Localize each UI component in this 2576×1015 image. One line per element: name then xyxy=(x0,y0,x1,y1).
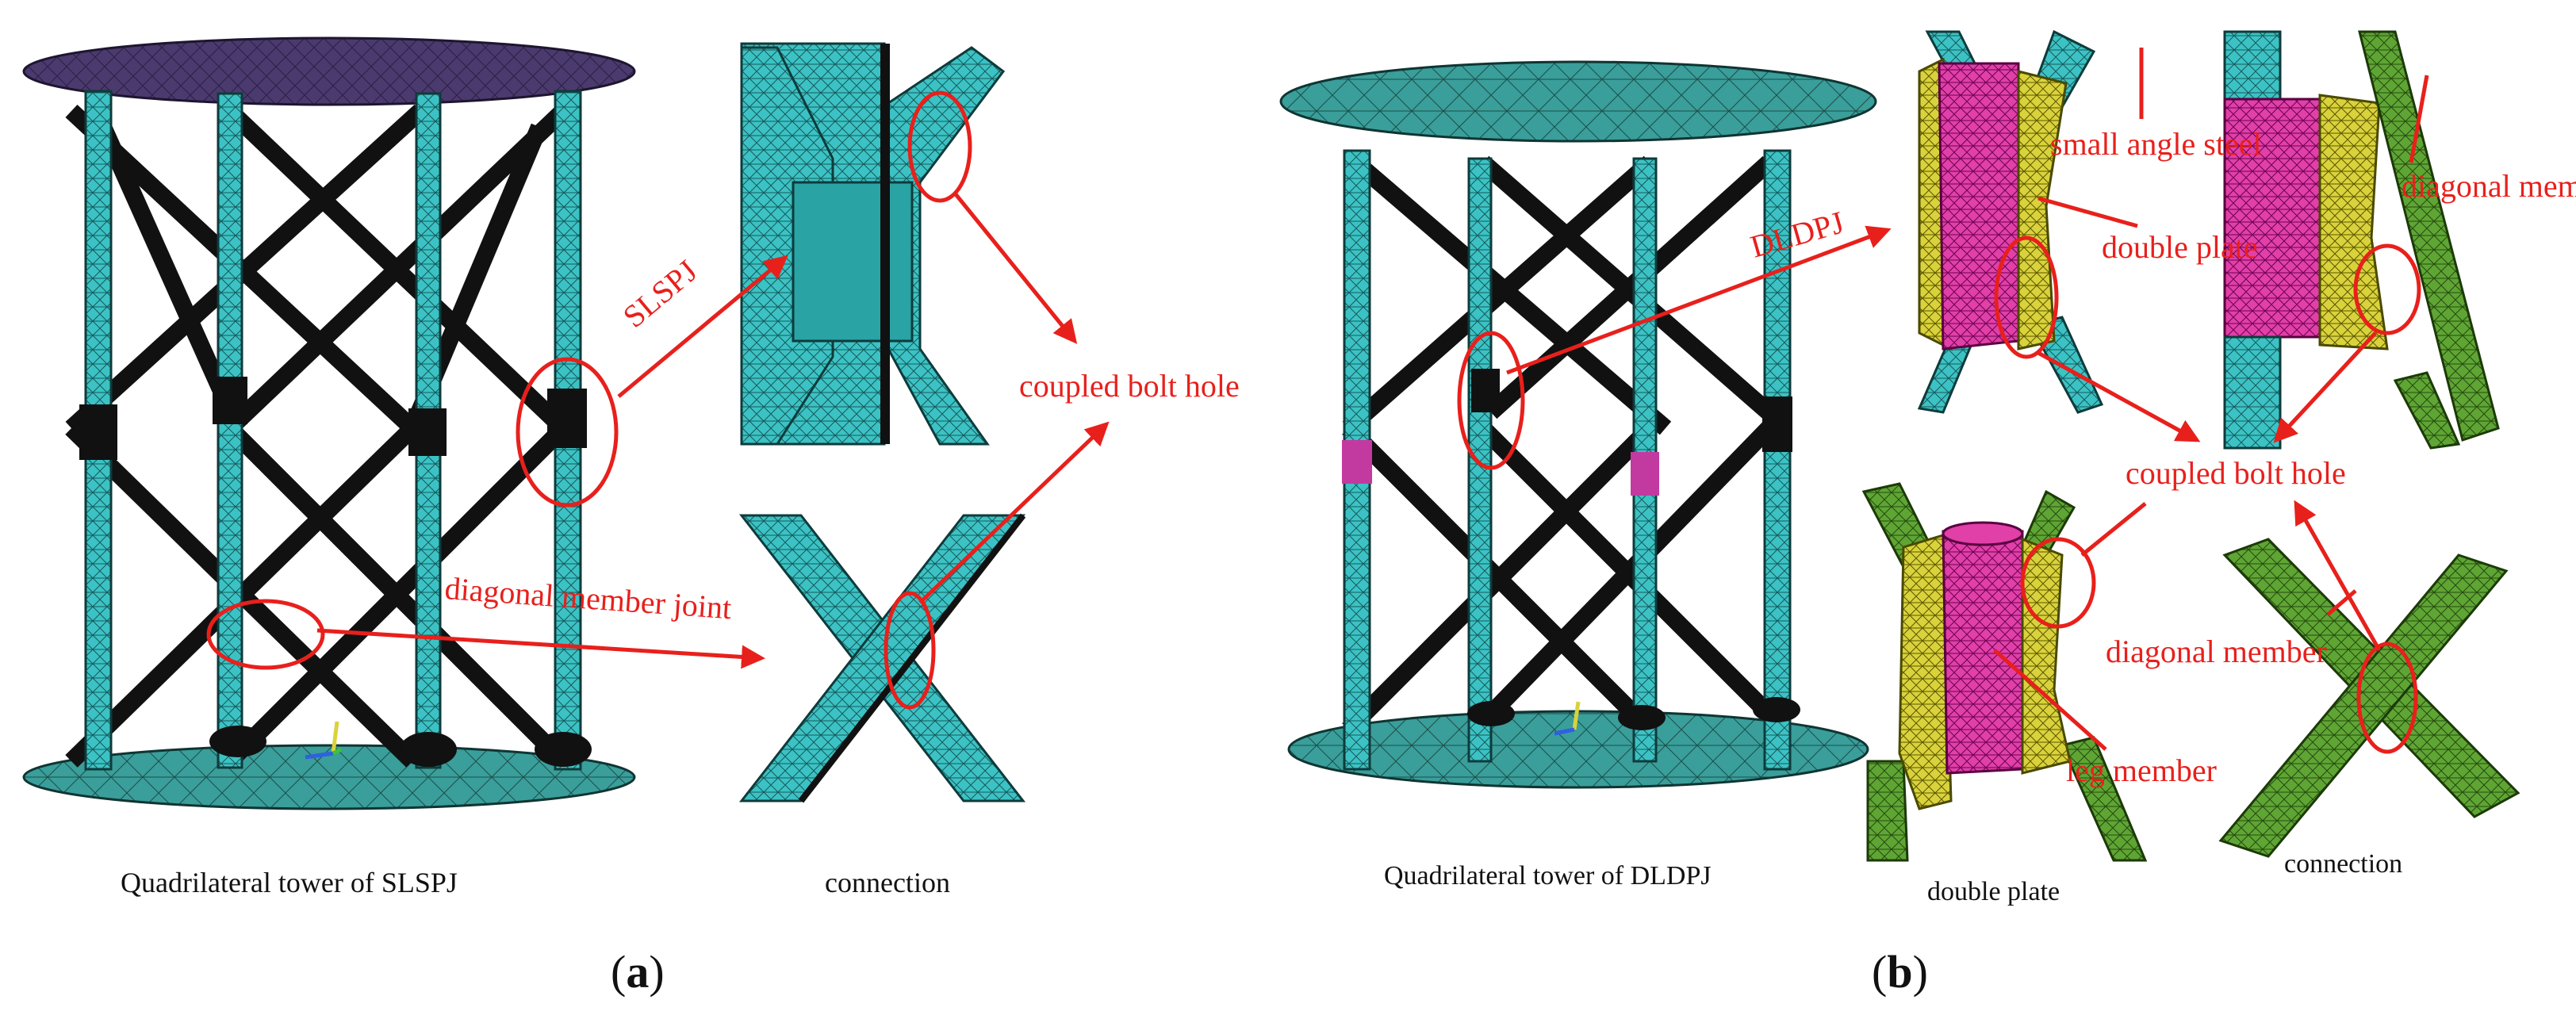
bolt-hole-arrow-top xyxy=(954,193,1078,344)
caption-slspj-tower: Quadrilateral tower of SLSPJ xyxy=(121,867,458,898)
diagonal-member-bottom-pointer xyxy=(2326,589,2357,616)
coordinate-axis-icon-b xyxy=(1554,701,1581,736)
double-plate-bolt-ring-top xyxy=(1994,236,2059,359)
dldpj-joint-ring xyxy=(1457,331,1525,470)
slspj-tower xyxy=(22,36,636,810)
caption-dldpj-tower: Quadrilateral tower of DLDPJ xyxy=(1384,861,1712,891)
slspj-bolt-hole-ring xyxy=(907,90,972,203)
double-plate-bolt-ring-bottom xyxy=(2020,537,2096,629)
diagonal-member-top-label: diagonal member xyxy=(2402,168,2576,204)
double-plate-bottom-detail xyxy=(1861,482,2148,862)
slspj-joints xyxy=(79,377,592,767)
slspj-arrow xyxy=(617,255,788,398)
dldpj-tower xyxy=(1279,60,1877,789)
connection-bottom-right-detail xyxy=(2218,538,2520,858)
dldpj-joints xyxy=(1342,369,1800,730)
slspj-diagonal-bracing xyxy=(65,104,569,768)
slspj-label: SLSPJ xyxy=(616,253,704,335)
dldpj-leg-4 xyxy=(1763,149,1792,771)
double-plate-pointer xyxy=(2037,196,2138,228)
coordinate-axis-icon xyxy=(305,721,343,760)
diagonal-member-bottom-label: diagonal member xyxy=(2106,634,2327,669)
double-plate-label: double plate xyxy=(2102,229,2258,265)
bolt-arrow-b-bottomright xyxy=(2294,500,2382,652)
dldpj-leg-2 xyxy=(1467,157,1493,763)
slspj-joint-ring xyxy=(516,357,619,508)
caption-slspj-connection: connection xyxy=(825,867,950,898)
double-plate-top-detail xyxy=(1917,29,2104,414)
diagonal-bolt-hole-ring xyxy=(884,591,936,710)
diagonal-joint-label: diagonal member joint xyxy=(443,570,732,626)
dldpj-top-plate xyxy=(1279,60,1877,143)
diagonal-connection-detail xyxy=(738,513,1026,803)
bolt-hole-arrow-bottom xyxy=(918,421,1110,604)
dldpj-diagonal-bracing xyxy=(1342,155,1775,736)
leg-member-label: leg member xyxy=(2066,753,2217,788)
diagonal-member-top-pointer xyxy=(2409,75,2429,163)
slspj-leg-2 xyxy=(217,92,243,769)
diagonal-joint-arrow xyxy=(316,628,765,669)
bolt-arrow-b-right xyxy=(2273,331,2377,443)
panel-label-a: (a) xyxy=(611,946,665,998)
connection-bolt-ring-top xyxy=(2353,243,2421,335)
bolt-arrow-b-left xyxy=(2037,350,2201,442)
diagonal-joint-ring xyxy=(206,599,325,670)
dldpj-label: DLDPJ xyxy=(1746,204,1848,264)
slspj-connection-detail xyxy=(740,42,1006,446)
slspj-bottom-plate xyxy=(22,744,636,810)
small-angle-steel-label: small angle steel xyxy=(2050,126,2262,162)
dldpj-arrow xyxy=(1506,225,1892,375)
bolt-hole-label-b: coupled bolt hole xyxy=(2126,455,2346,491)
panel-label-b: (b) xyxy=(1872,946,1928,998)
connection-top-right-detail xyxy=(2223,30,2500,450)
slspj-top-plate xyxy=(22,36,636,106)
connection-bolt-ring-bottom xyxy=(2356,642,2418,754)
leg-member-pointer xyxy=(1993,649,2107,751)
bolt-arrow-b-bottomleft xyxy=(2080,502,2147,557)
bolt-hole-label-a: coupled bolt hole xyxy=(1019,368,1240,404)
caption-double-plate: double plate xyxy=(1927,877,2060,906)
caption-dldpj-connection: connection xyxy=(2284,849,2402,879)
